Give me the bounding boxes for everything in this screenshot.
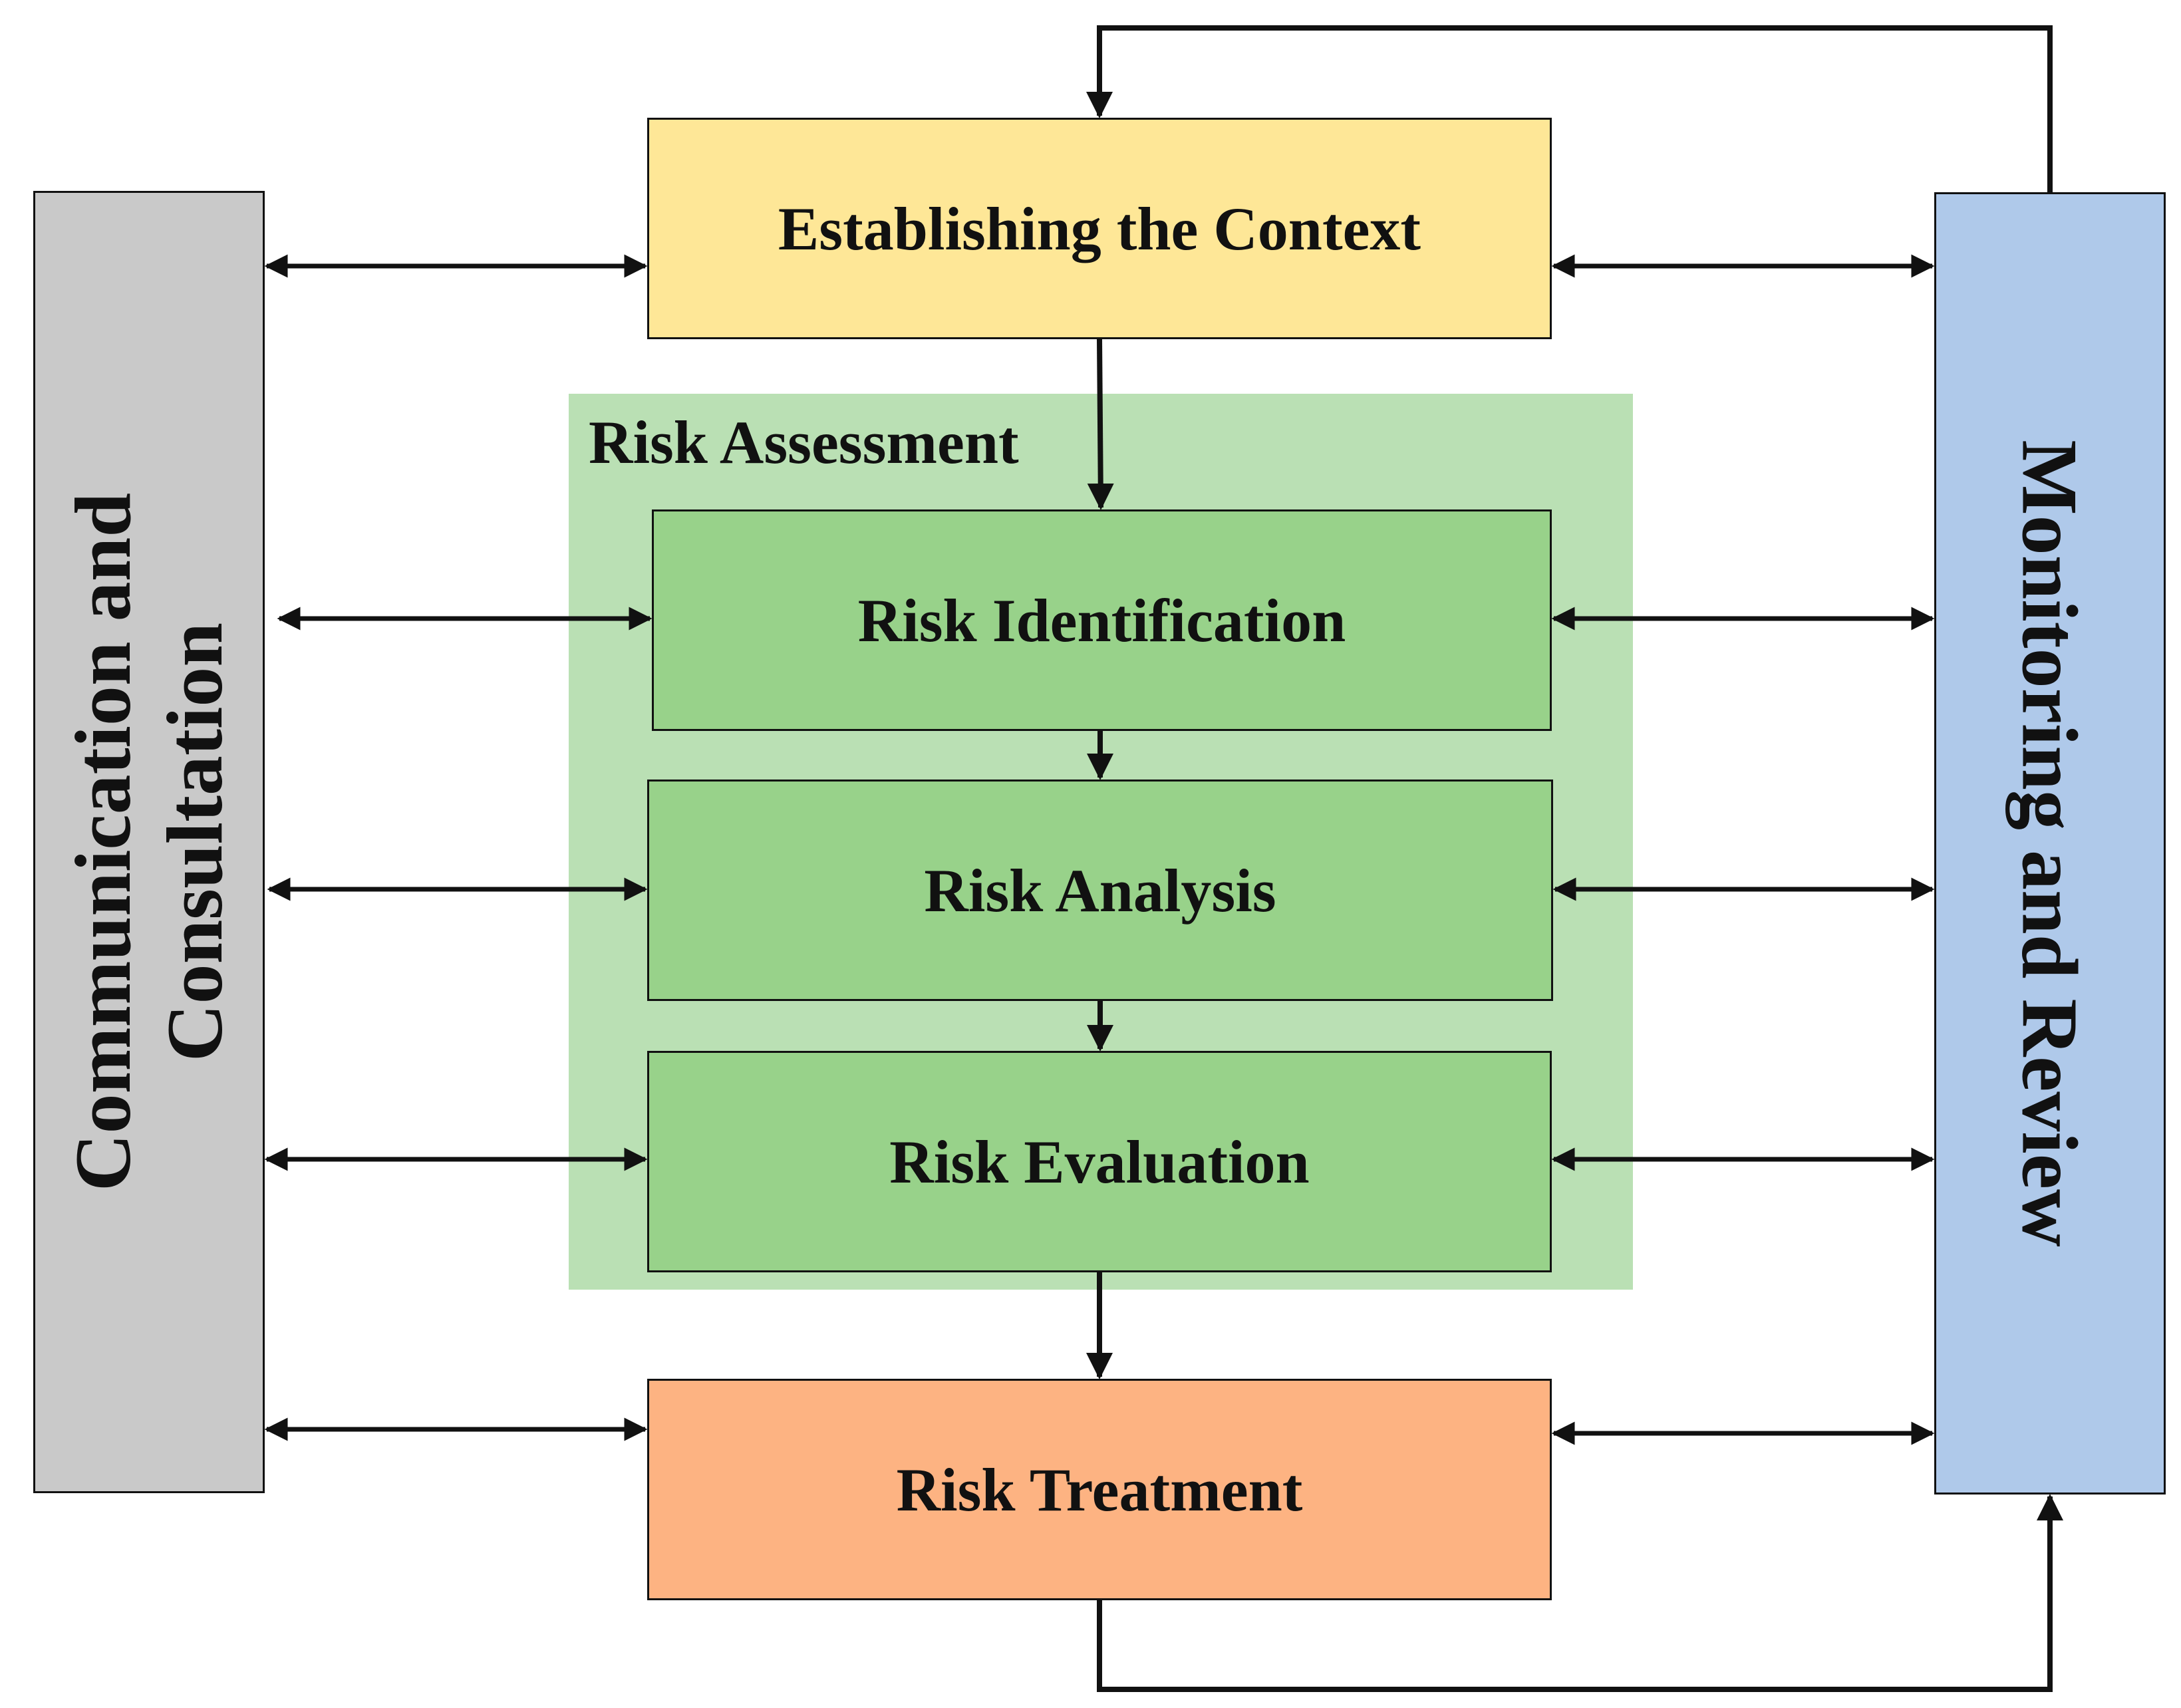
risk-analysis-box: Risk Analysis (647, 780, 1553, 1001)
risk-assessment-label: Risk Assessment (589, 408, 1019, 476)
establishing-context-box: Establishing the Context (647, 118, 1552, 339)
risk-treatment-box: Risk Treatment (647, 1379, 1552, 1600)
risk-identification-label: Risk Identification (857, 586, 1346, 654)
risk-treatment-label: Risk Treatment (896, 1455, 1303, 1524)
arrow-treatment-to-monitoring (1097, 1494, 2063, 1692)
risk-evaluation-box: Risk Evaluation (647, 1051, 1552, 1272)
monitoring-review-box: Monitoring and Review (1934, 192, 2166, 1494)
risk-identification-box: Risk Identification (652, 509, 1552, 731)
arrow-monitoring-to-context (1086, 25, 2053, 192)
risk-evaluation-label: Risk Evaluation (889, 1127, 1310, 1196)
arrow-context-to-identification (1087, 339, 1114, 510)
communication-consultation-box: Communication and Consultation (33, 191, 265, 1493)
risk-analysis-label: Risk Analysis (924, 856, 1276, 925)
establishing-context-label: Establishing the Context (778, 194, 1421, 263)
